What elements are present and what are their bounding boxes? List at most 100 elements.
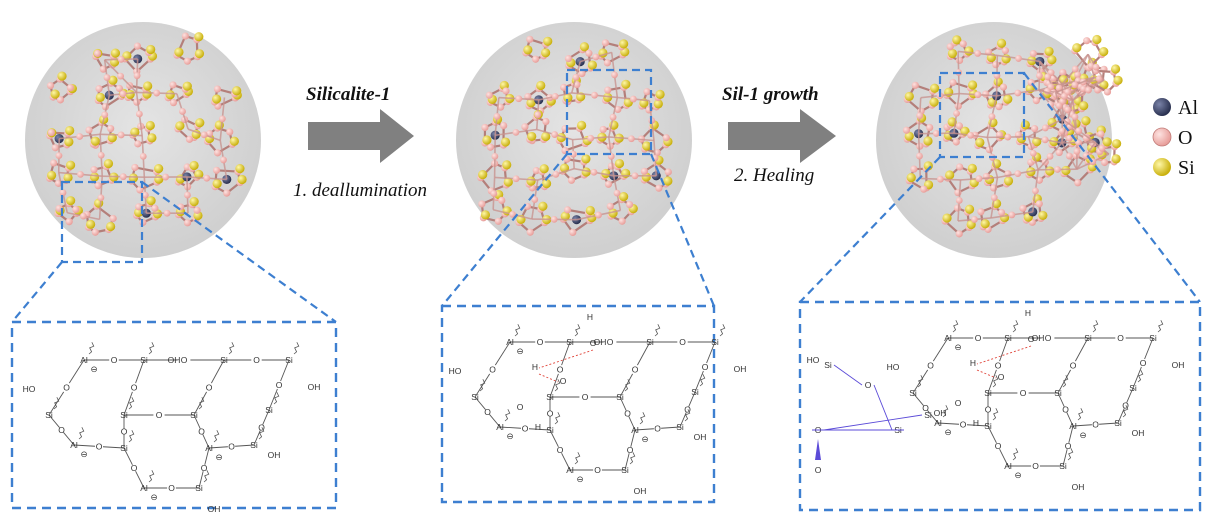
svg-text:Si: Si [1084, 333, 1092, 343]
svg-text:⊖: ⊖ [954, 342, 961, 352]
structure-box-3 [798, 300, 1202, 512]
zoom-region-2 [441, 68, 716, 307]
svg-text:Si: Si [646, 337, 654, 347]
svg-text:O: O [201, 463, 208, 473]
svg-text:⊖: ⊖ [1079, 430, 1086, 440]
svg-text:Si: Si [1114, 418, 1122, 428]
svg-text:O: O [1117, 333, 1124, 343]
svg-text:Al: Al [1069, 421, 1077, 431]
svg-text:⊖: ⊖ [90, 364, 97, 374]
svg-text:OH: OH [1072, 482, 1085, 492]
svg-text:O: O [1092, 420, 1099, 430]
legend-label-al: Al [1178, 97, 1198, 119]
svg-text:O: O [607, 337, 614, 347]
step-2-title: Sil-1 growth [722, 84, 819, 105]
al-atom-icon [1153, 98, 1171, 116]
svg-text:Al: Al [1004, 461, 1012, 471]
svg-text:O: O [58, 425, 65, 435]
svg-text:Si: Si [924, 410, 932, 420]
svg-text:⊖: ⊖ [516, 346, 523, 356]
svg-text:⊖: ⊖ [944, 427, 951, 437]
svg-text:O: O [995, 441, 1002, 451]
svg-text:Si: Si [711, 337, 719, 347]
zeolite-particle-3 [876, 22, 1123, 258]
svg-text:OH: OH [168, 355, 181, 365]
svg-text:O: O [156, 410, 163, 420]
svg-text:O: O [1140, 358, 1147, 368]
svg-text:H: H [587, 312, 593, 322]
svg-text:O: O [975, 333, 982, 343]
zeolite-particle-2 [456, 22, 692, 258]
svg-text:Al: Al [631, 425, 639, 435]
svg-text:OH: OH [308, 382, 321, 392]
svg-text:O: O [985, 405, 992, 415]
svg-text:O: O [590, 338, 597, 348]
svg-text:O: O [489, 365, 496, 375]
svg-text:O: O [557, 445, 564, 455]
svg-text:O: O [1020, 388, 1027, 398]
svg-text:O: O [228, 442, 235, 452]
svg-text:O: O [679, 337, 686, 347]
svg-text:Si: Si [616, 392, 624, 402]
svg-text:HO: HO [807, 355, 820, 365]
svg-text:O: O [927, 361, 934, 371]
svg-text:Si: Si [984, 388, 992, 398]
svg-text:Si: Si [824, 360, 832, 370]
svg-text:O: O [484, 407, 491, 417]
svg-text:Al: Al [496, 422, 504, 432]
svg-text:OH: OH [934, 408, 947, 418]
svg-text:O: O [654, 424, 661, 434]
svg-text:O: O [181, 355, 188, 365]
svg-text:⊖: ⊖ [506, 431, 513, 441]
svg-text:O: O [560, 376, 567, 386]
legend-item-si: Si [1153, 157, 1195, 179]
svg-text:O: O [815, 465, 822, 475]
svg-text:Al: Al [70, 440, 78, 450]
svg-text:O: O [995, 361, 1002, 371]
svg-text:O: O [955, 398, 962, 408]
svg-text:Si: Si [909, 388, 917, 398]
svg-text:⊖: ⊖ [80, 449, 87, 459]
svg-text:O: O [1065, 441, 1072, 451]
svg-text:O: O [960, 420, 967, 430]
svg-text:Si: Si [566, 337, 574, 347]
svg-text:O: O [168, 483, 175, 493]
svg-text:Si: Si [1054, 388, 1062, 398]
zeolite-particle-1 [25, 22, 261, 258]
step-1-title: Silicalite-1 [306, 84, 390, 105]
svg-text:OH: OH [1032, 333, 1045, 343]
svg-text:H: H [1025, 308, 1031, 318]
svg-text:O: O [627, 445, 634, 455]
step-arrow-1: Silicalite-1 1. deallumination [293, 84, 427, 201]
framework-2 [477, 35, 673, 237]
svg-text:O: O [198, 427, 205, 437]
svg-text:O: O [131, 383, 138, 393]
svg-text:Al: Al [944, 333, 952, 343]
step-1-subtitle: 1. deallumination [293, 180, 427, 201]
legend: Al O Si [1152, 97, 1198, 179]
si-atom-icon [1153, 158, 1171, 176]
svg-text:Si: Si [621, 465, 629, 475]
svg-text:O: O [1062, 405, 1069, 415]
svg-text:O: O [922, 403, 929, 413]
svg-text:O: O [865, 380, 872, 390]
o-atom-icon [1152, 127, 1172, 147]
svg-text:⊖: ⊖ [576, 474, 583, 484]
svg-text:O: O [522, 424, 529, 434]
svg-text:Al: Al [566, 465, 574, 475]
svg-text:Al: Al [140, 483, 148, 493]
svg-text:Si: Si [190, 410, 198, 420]
legend-item-al: Al [1153, 97, 1198, 119]
svg-text:O: O [121, 427, 128, 437]
svg-text:O: O [632, 365, 639, 375]
svg-text:H: H [973, 418, 979, 428]
svg-text:O: O [582, 392, 589, 402]
zoom-region-1 [11, 180, 337, 323]
svg-text:O: O [111, 355, 118, 365]
svg-text:Al: Al [934, 418, 942, 428]
svg-text:O: O [998, 372, 1005, 382]
svg-text:H: H [532, 362, 538, 372]
svg-text:H: H [970, 358, 976, 368]
